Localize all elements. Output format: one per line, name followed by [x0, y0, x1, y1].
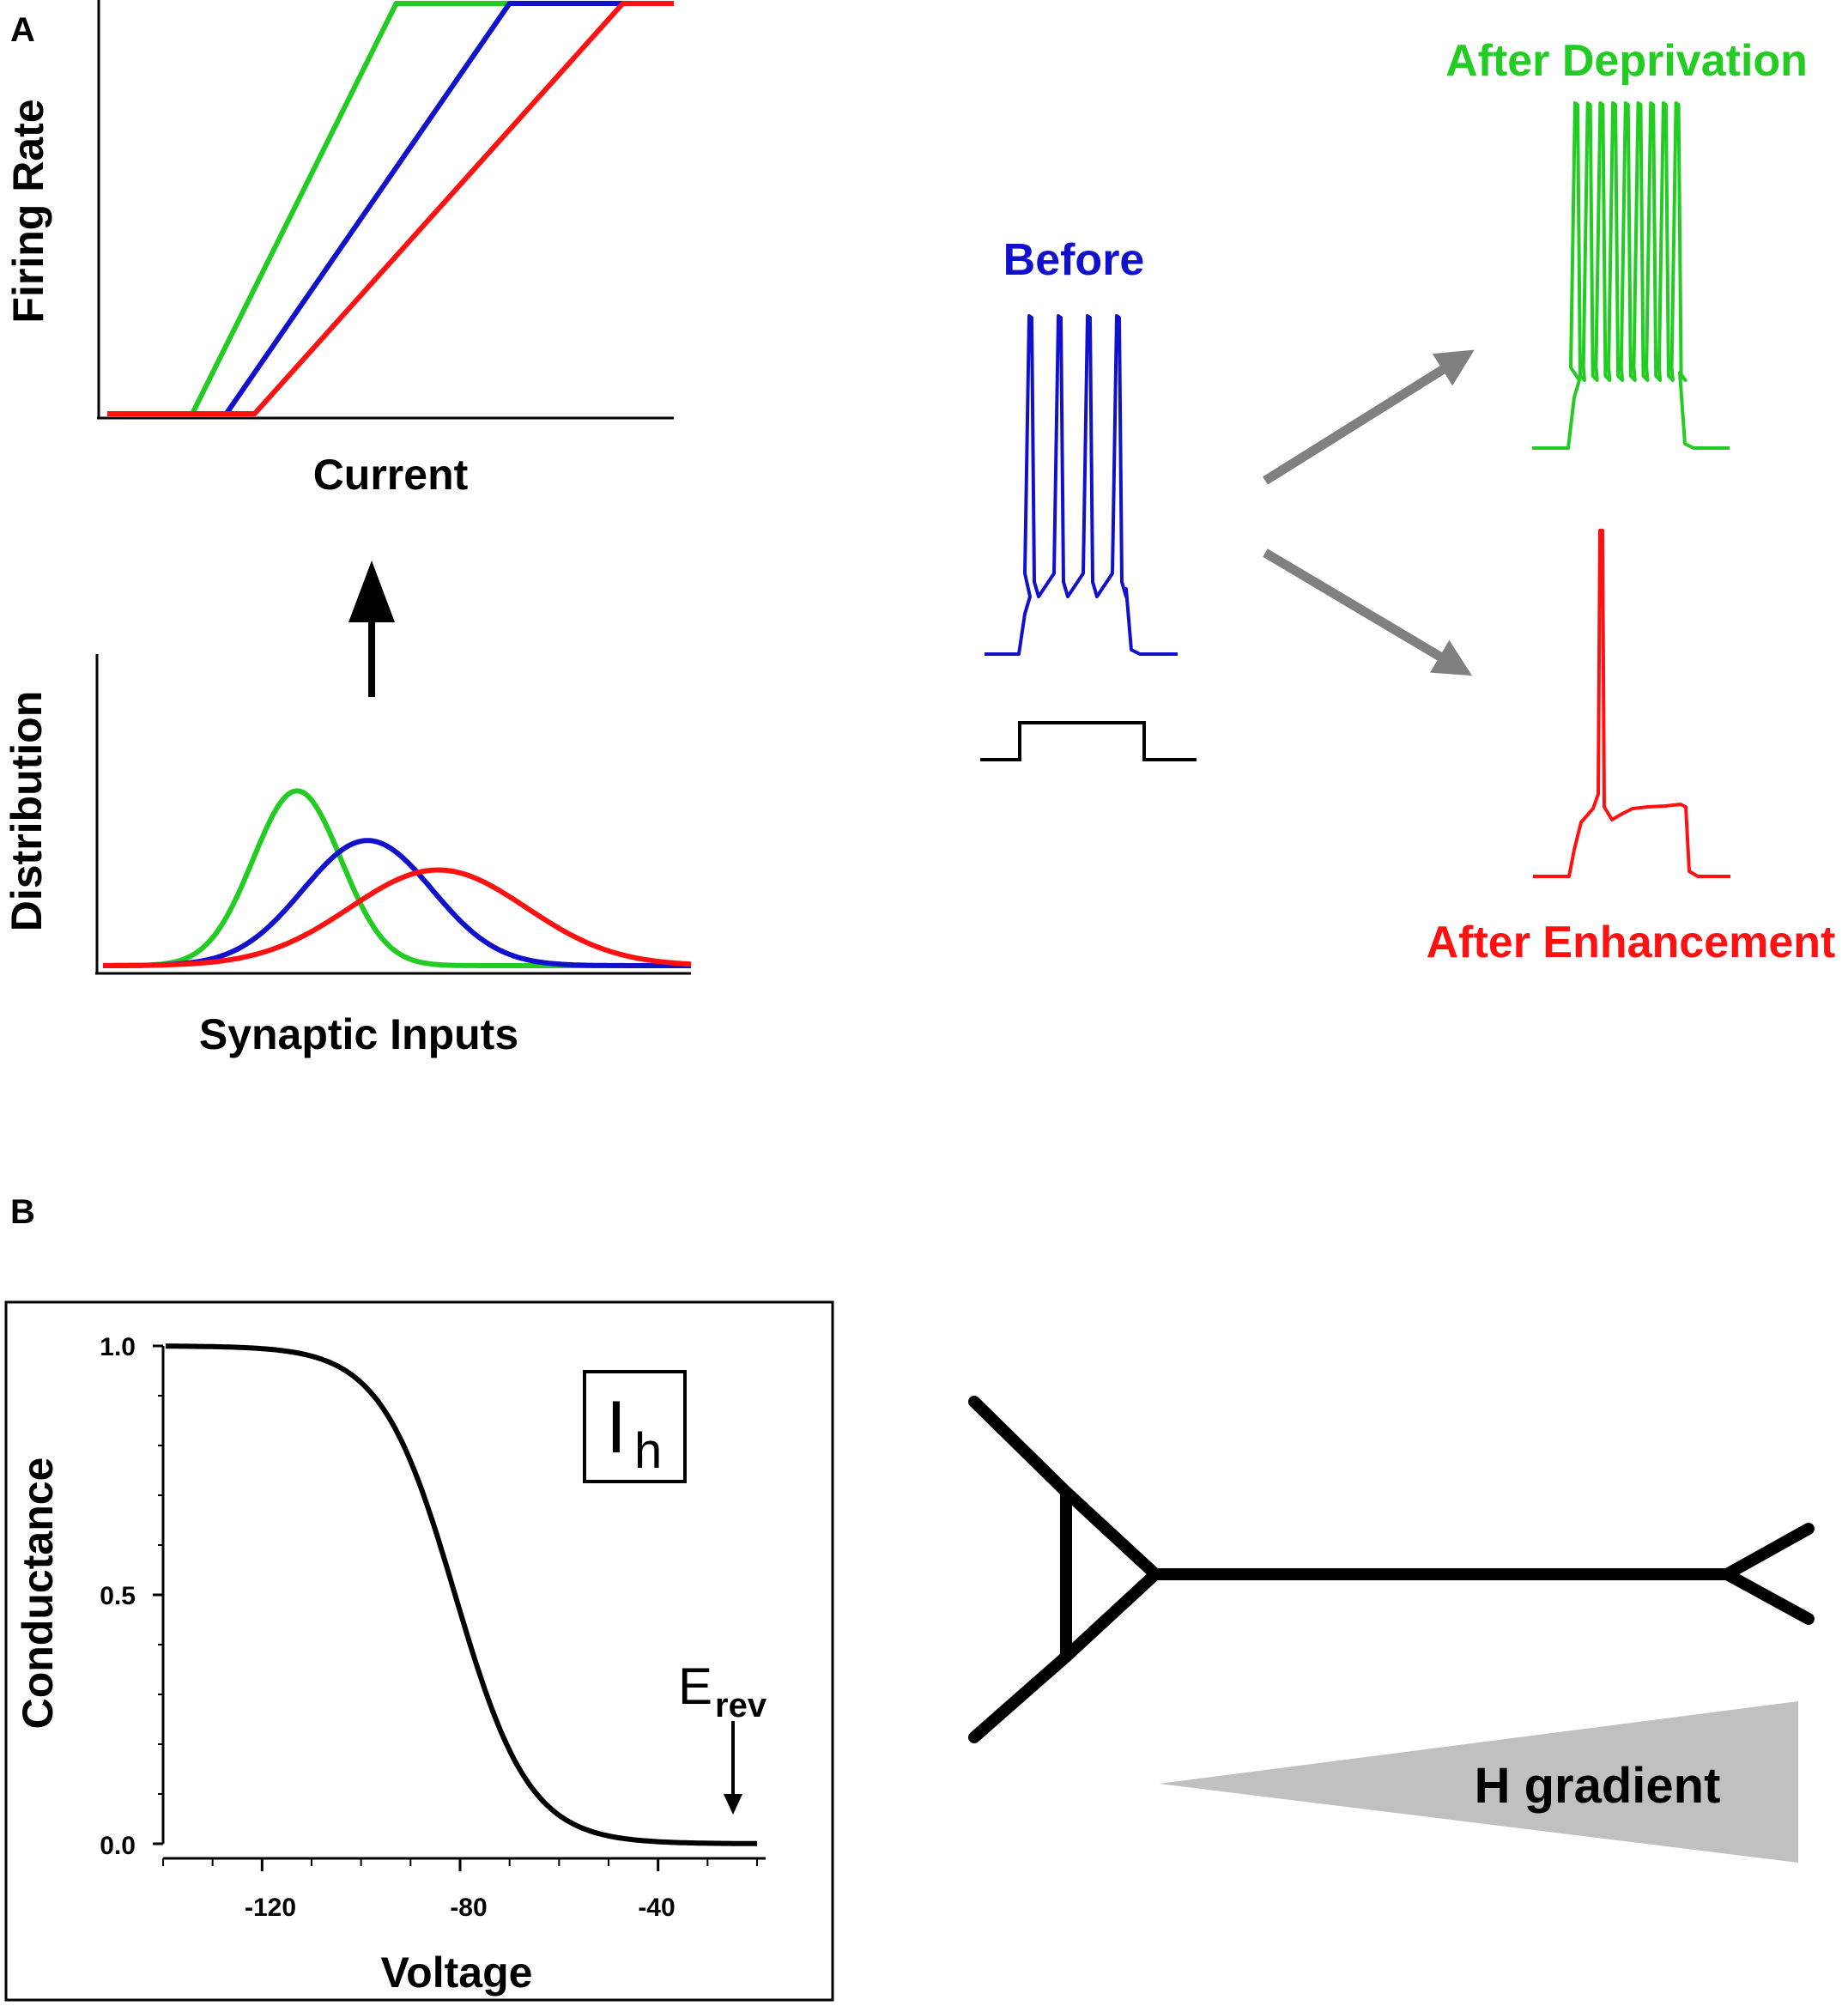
cond-ticks: [153, 1344, 758, 1871]
conductance-frame: [4, 1300, 834, 2002]
trace-enhancement-group: After Enhancement: [1427, 529, 1836, 967]
y-tick-label: 0.5: [100, 1582, 136, 1610]
trace-before: [985, 314, 1178, 656]
erev-annotation: E rev: [678, 1658, 767, 1815]
tuft-branch-top: [1721, 1523, 1815, 1580]
h-gradient-label: H gradient: [1475, 1758, 1721, 1814]
tuft-branch-bottom: [1721, 1568, 1815, 1625]
stimulus-step: [980, 721, 1197, 761]
apical-branch-top: [968, 1396, 1072, 1498]
fi-ylabel: Firing Rate: [4, 99, 52, 323]
cond-ylabel: Conductance: [14, 1458, 62, 1730]
panel-a-label: A: [10, 11, 35, 49]
fi-plot: Firing Rate Current: [4, 0, 674, 499]
gray-arrow-down: [1263, 548, 1473, 676]
arrow-up-icon: [348, 561, 395, 697]
distribution-curve-series: [103, 867, 692, 968]
dist-ylabel: Distribution: [3, 691, 51, 932]
x-tick-label: -120: [245, 1894, 296, 1922]
fi-curve-series: [107, 1, 674, 416]
trace-after-enhancement: [1533, 529, 1730, 878]
soma: [1060, 1486, 1161, 1663]
ih-subscript: h: [634, 1423, 662, 1479]
before-label: Before: [1003, 235, 1145, 285]
gray-arrow-up: [1263, 349, 1475, 485]
apical-branch-bottom: [968, 1651, 1072, 1743]
conductance-curve: [165, 1343, 757, 1846]
erev-label: E: [678, 1658, 712, 1715]
fi-curves: [107, 1, 674, 416]
ih-box: I h: [583, 1370, 687, 1483]
distribution-plot: Distribution Synaptic Inputs: [3, 654, 692, 1058]
h-gradient-wedge: [1159, 1701, 1798, 1863]
trace-before-group: Before: [980, 235, 1197, 761]
y-tick-label: 1.0: [100, 1333, 136, 1361]
dist-curves: [103, 788, 692, 968]
ih-label: I: [606, 1386, 627, 1469]
fi-curve-series: [107, 1, 674, 416]
fi-curve-series: [107, 1, 674, 416]
dist-xlabel: Synaptic Inputs: [199, 1010, 518, 1058]
conductance-plot: 1.0 0.5 0.0 -120 -80 -40 Conductance Vol…: [4, 1300, 834, 2002]
y-tick-label: 0.0: [100, 1832, 136, 1860]
fi-xlabel: Current: [313, 451, 469, 499]
cond-xlabel: Voltage: [381, 1948, 533, 1997]
x-tick-label: -40: [638, 1894, 675, 1922]
erev-subscript: rev: [715, 1687, 767, 1724]
after-deprivation-label: After Deprivation: [1445, 36, 1808, 86]
panel-b-label: B: [10, 1193, 35, 1231]
trace-deprivation-group: After Deprivation: [1445, 36, 1808, 450]
x-tick-label: -80: [450, 1894, 487, 1922]
arrow-down-icon: [724, 1721, 742, 1815]
after-enhancement-label: After Enhancement: [1427, 918, 1836, 967]
neuron-schematic: [968, 1396, 1815, 1743]
trace-after-deprivation: [1532, 101, 1730, 450]
